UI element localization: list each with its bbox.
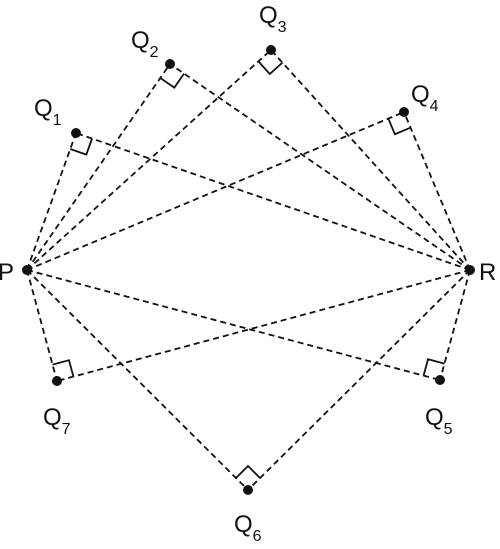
- point-Q6: [243, 485, 253, 495]
- segment-R-Q6: [247, 269, 471, 491]
- segment-P-Q5: [26, 269, 441, 381]
- point-Q7: [52, 376, 62, 386]
- label-R: R: [479, 259, 496, 286]
- segment-P-Q6: [26, 269, 249, 491]
- segment-R-Q4: [403, 111, 471, 271]
- segment-P-Q3: [26, 49, 272, 271]
- label-Q4: Q4: [411, 81, 439, 115]
- right-angle-Q5: [422, 358, 445, 376]
- point-Q2: [165, 59, 175, 69]
- right-angle-Q3: [257, 60, 284, 76]
- point-Q3: [266, 45, 276, 55]
- label-Q7: Q7: [43, 404, 71, 438]
- right-angle-Q4: [387, 118, 411, 136]
- label-Q3: Q3: [259, 2, 287, 36]
- segment-R-Q5: [439, 269, 471, 381]
- point-Q5: [435, 375, 445, 385]
- segment-P-Q2: [26, 63, 171, 271]
- dashed-segments: [26, 49, 471, 491]
- label-Q5: Q5: [425, 404, 453, 438]
- segment-R-Q1: [75, 132, 471, 271]
- point-Q1: [71, 128, 81, 138]
- point-R: [465, 265, 475, 275]
- point-Q4: [399, 107, 409, 117]
- segment-P-Q1: [26, 132, 77, 271]
- right-angle-Q2: [159, 73, 185, 89]
- point-P: [22, 265, 32, 275]
- right-angle-marks: [52, 60, 445, 479]
- right-angle-Q1: [69, 138, 93, 156]
- segment-R-Q2: [169, 63, 471, 271]
- segment-R-Q7: [56, 269, 471, 382]
- right-angle-Q7: [52, 359, 75, 377]
- segment-P-Q7: [26, 269, 58, 382]
- label-Q2: Q2: [131, 27, 159, 61]
- label-P: P: [0, 259, 14, 286]
- label-Q1: Q1: [34, 95, 62, 129]
- segment-R-Q3: [270, 49, 471, 271]
- segment-P-Q4: [26, 111, 405, 271]
- points: [22, 45, 475, 495]
- label-Q6: Q6: [234, 511, 262, 545]
- right-angle-Q6: [235, 464, 261, 479]
